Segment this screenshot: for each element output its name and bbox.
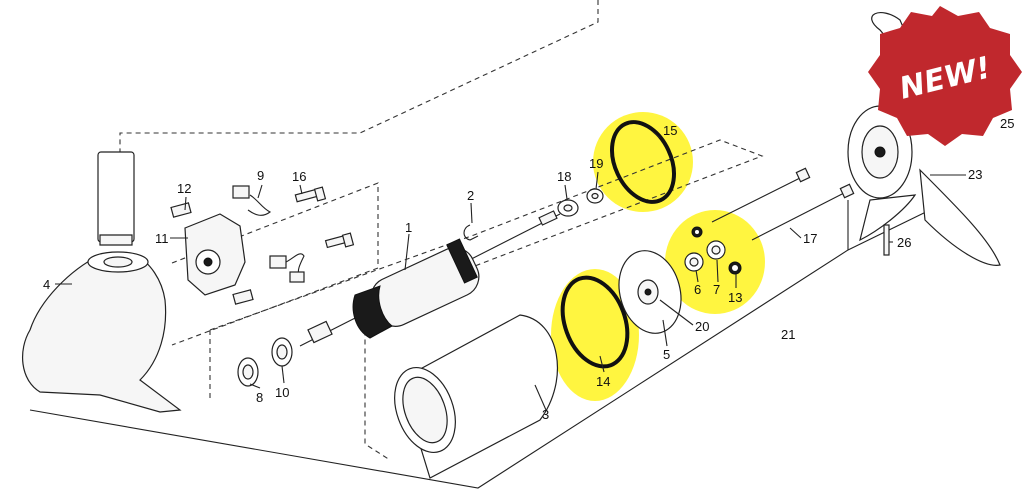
callout-21: 21	[781, 327, 795, 342]
callout-2: 2	[467, 188, 474, 203]
bearing-and-bushing	[237, 337, 293, 387]
screw-16	[294, 186, 327, 203]
washers-6-7-13	[684, 226, 742, 275]
end-housing	[618, 250, 682, 334]
washers-18-19	[557, 188, 604, 217]
callout-25: 25	[1000, 116, 1014, 131]
callout-labels: 1 2 3 4 5 6 7 8 9 10 11 12 13 14 15 16 1…	[43, 116, 1014, 422]
callout-6: 6	[694, 282, 701, 297]
callout-8: 8	[256, 390, 263, 405]
callout-12: 12	[177, 181, 191, 196]
new-badge: NEW!	[868, 6, 1022, 146]
callout-16: 16	[292, 169, 306, 184]
lower-unit-housing	[22, 151, 182, 413]
callout-11: 11	[155, 231, 169, 246]
motor-can	[394, 314, 559, 479]
oring-15	[610, 120, 676, 204]
callout-10: 10	[275, 385, 289, 400]
highlight-oring-15	[593, 112, 693, 212]
callout-14: 14	[596, 374, 610, 389]
thru-bolts	[711, 167, 855, 241]
callout-17: 17	[803, 231, 817, 246]
callout-23: 23	[968, 167, 982, 182]
highlight-washers-6-7-13	[665, 210, 765, 314]
callout-3: 3	[542, 407, 549, 422]
callout-20: 20	[695, 319, 709, 334]
callout-13: 13	[728, 290, 742, 305]
callout-15: 15	[663, 123, 677, 138]
callout-1: 1	[405, 220, 412, 235]
armature	[299, 210, 561, 347]
callout-26: 26	[897, 235, 911, 250]
propeller	[847, 11, 1001, 266]
callout-4: 4	[43, 277, 50, 292]
callout-19: 19	[589, 156, 603, 171]
callout-18: 18	[557, 169, 571, 184]
leader-lines	[55, 130, 966, 411]
new-badge-seal	[868, 6, 1022, 146]
callout-7: 7	[713, 282, 720, 297]
screw-extra	[324, 232, 355, 249]
oring-14	[560, 275, 630, 369]
callout-5: 5	[663, 347, 670, 362]
brush-plate-assembly	[170, 185, 355, 305]
callout-9: 9	[257, 168, 264, 183]
retaining-clip	[463, 224, 479, 241]
shear-pin	[883, 224, 890, 256]
